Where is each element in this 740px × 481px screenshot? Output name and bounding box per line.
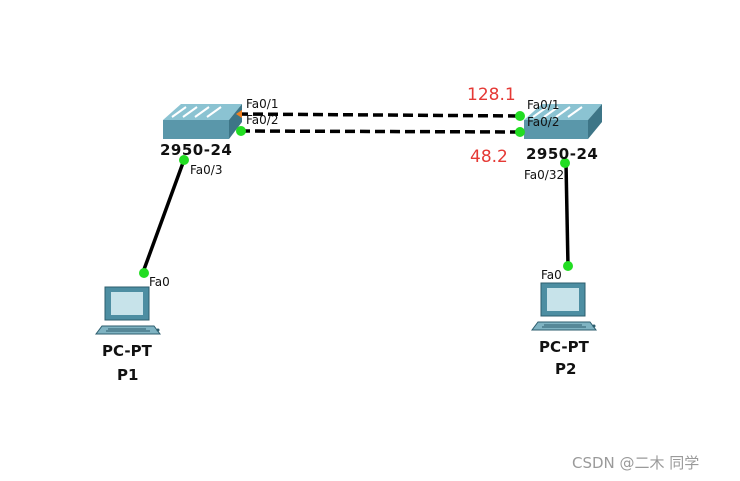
- link-switch1-pc1[interactable]: [140, 159, 186, 276]
- switch-2[interactable]: [524, 104, 602, 139]
- bottom-link-annotation: 48.2: [470, 147, 508, 167]
- switch1-model-label: 2950-24: [160, 141, 232, 159]
- pc1-name-label: P1: [117, 366, 138, 384]
- link-up-indicator: [515, 111, 525, 121]
- link-up-indicator: [560, 158, 570, 168]
- link-up-indicator: [563, 261, 573, 271]
- switch-1[interactable]: [163, 104, 242, 139]
- switch1-port-fa03-label: Fa0/3: [190, 163, 222, 177]
- link-switch2-pc2[interactable]: [564, 162, 570, 267]
- links: [140, 112, 570, 276]
- link-up-indicator: [515, 127, 525, 137]
- trunk-link-fa02[interactable]: [239, 129, 523, 134]
- pc-1[interactable]: [95, 286, 161, 335]
- switch2-port-fa01-label: Fa0/1: [527, 98, 559, 112]
- link-up-indicator: [139, 268, 149, 278]
- switch1-port-fa02-label: Fa0/2: [246, 113, 278, 127]
- switch2-port-fa02-label: Fa0/2: [527, 115, 559, 129]
- switch2-model-label: 2950-24: [526, 145, 598, 163]
- pc1-model-label: PC-PT: [102, 342, 153, 360]
- trunk-link-fa01[interactable]: [237, 112, 523, 118]
- pc2-name-label: P2: [555, 360, 576, 378]
- link-up-indicator: [236, 126, 246, 136]
- blocked-port-indicator: [236, 110, 242, 118]
- pc1-port-label: Fa0: [149, 275, 170, 289]
- top-link-annotation: 128.1: [467, 85, 516, 105]
- pc2-model-label: PC-PT: [539, 338, 590, 356]
- switch1-port-fa01-label: Fa0/1: [246, 97, 278, 111]
- watermark: CSDN @二木 同学: [572, 454, 699, 472]
- link-indicators: [139, 110, 573, 278]
- link-up-indicator: [179, 155, 189, 165]
- pc2-port-label: Fa0: [541, 268, 562, 282]
- pc-2[interactable]: [531, 282, 597, 331]
- switch2-port-fa032-label: Fa0/32: [524, 168, 564, 182]
